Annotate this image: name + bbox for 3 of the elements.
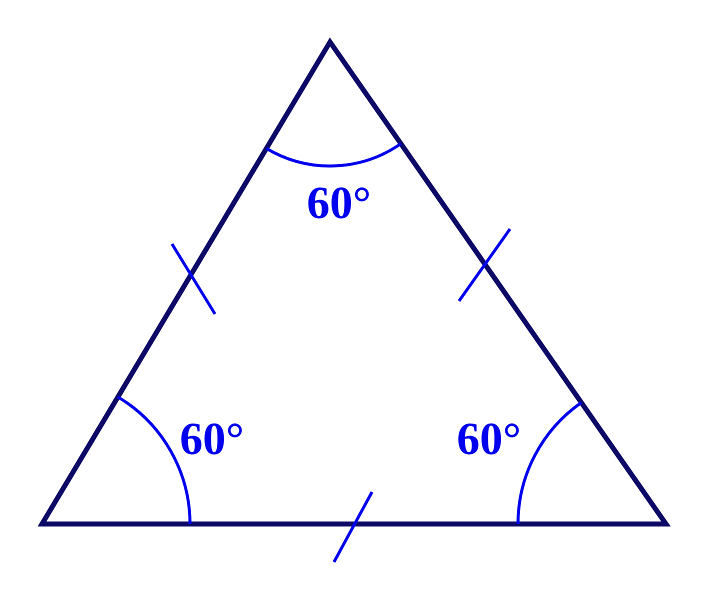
angle-label: 60° <box>456 416 522 462</box>
angle-label: 60° <box>180 416 244 462</box>
angle-label: 60° <box>306 180 372 226</box>
